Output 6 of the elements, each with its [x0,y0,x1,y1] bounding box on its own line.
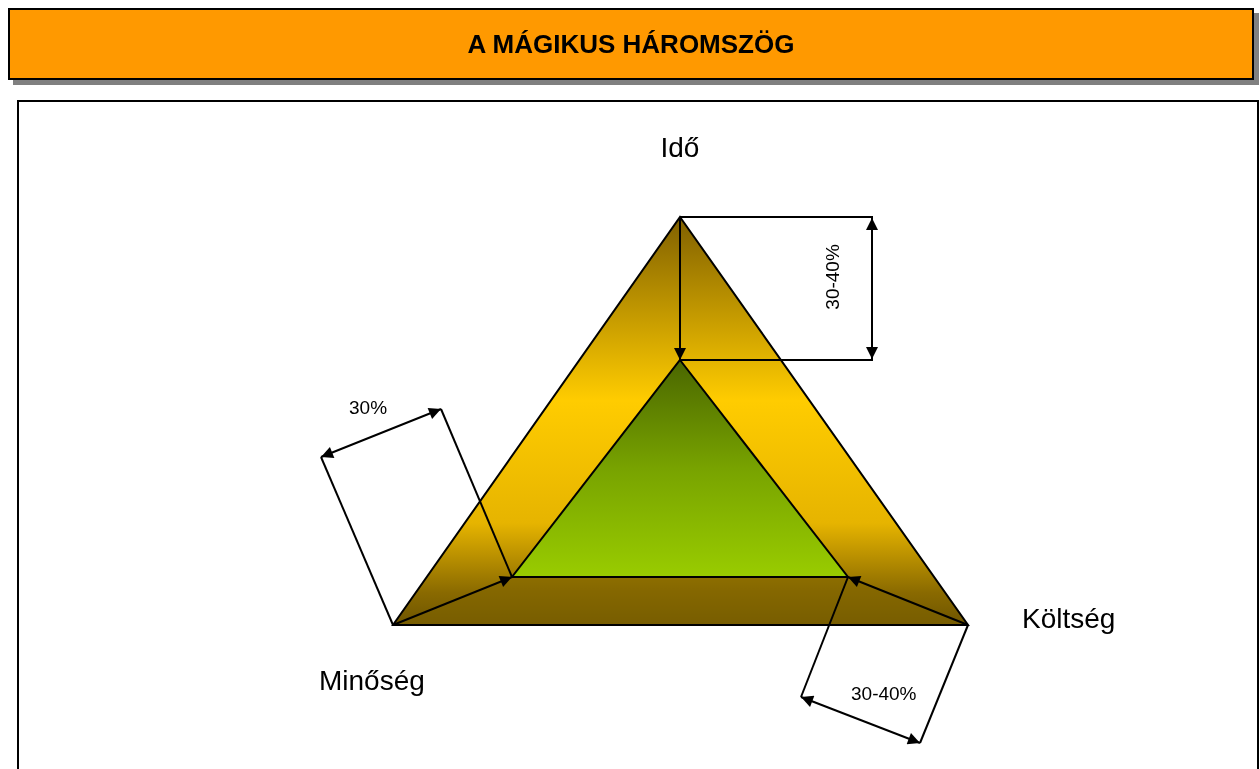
vertex-label: Minőség [319,665,425,698]
dimension-label: 30% [349,397,388,419]
vertex-label: Költség [1022,603,1116,636]
vertex-label: Idő [660,132,700,165]
dimension-label: 30-40% [851,683,917,705]
dimension-label: 30-40% [821,244,844,310]
